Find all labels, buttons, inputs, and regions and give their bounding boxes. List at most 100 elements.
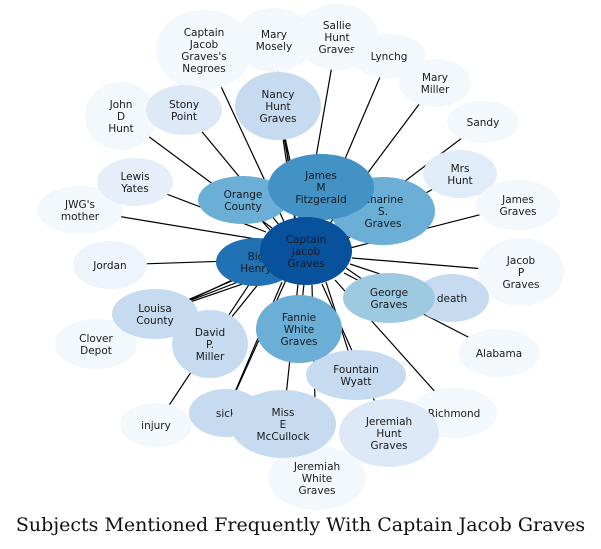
- node-label: Lewis: [120, 171, 149, 183]
- node-lynchg[interactable]: Lynchg: [352, 34, 426, 78]
- node-label: D: [117, 111, 125, 123]
- node-label: Captain: [184, 27, 225, 39]
- node-label: Graves's: [181, 51, 226, 63]
- node-label: Jeremiah: [293, 461, 340, 473]
- node-label: Jacob: [189, 39, 219, 51]
- node-bubble: [447, 101, 519, 143]
- node-label: Mary: [422, 72, 448, 84]
- node-label: Richmond: [428, 408, 481, 420]
- node-label: Hunt: [108, 123, 133, 135]
- node-label: Louisa: [138, 303, 172, 315]
- node-bubble: [458, 329, 540, 377]
- node-jordan[interactable]: Jordan: [73, 241, 147, 289]
- node-injury[interactable]: injury: [120, 403, 192, 447]
- node-bubble: [112, 289, 198, 339]
- node-bubble: [343, 273, 435, 323]
- node-label: Graves: [280, 336, 317, 348]
- node-label: Graves: [259, 113, 296, 125]
- node-bubble: [37, 186, 123, 234]
- node-label: Hunt: [447, 175, 472, 187]
- node-death[interactable]: death: [415, 274, 489, 322]
- node-label: JWG's: [64, 199, 95, 211]
- node-label: Clover: [79, 333, 113, 345]
- node-bubble: [230, 390, 336, 458]
- node-bubble: [156, 10, 252, 90]
- node-label: Nancy: [262, 89, 295, 101]
- node-label: David: [195, 327, 225, 339]
- node-bubble: [423, 150, 497, 198]
- node-label: Hunt: [324, 32, 349, 44]
- node-bubble: [234, 8, 314, 72]
- node-label: Jeremiah: [365, 416, 412, 428]
- node-label: Miss: [272, 407, 295, 419]
- node-label: Hunt: [376, 428, 401, 440]
- node-label: White: [284, 324, 315, 336]
- node-label: Depot: [80, 345, 112, 357]
- node-bubble: [260, 217, 352, 285]
- diagram-caption: Subjects Mentioned Frequently With Capta…: [15, 514, 586, 536]
- node-label: mother: [61, 211, 100, 223]
- node-label: Negroes: [182, 63, 225, 75]
- node-label: M: [316, 182, 325, 194]
- node-bubble: [55, 319, 137, 369]
- node-label: James: [304, 170, 337, 182]
- node-bubble: [120, 403, 192, 447]
- node-label: Graves: [364, 218, 401, 230]
- node-bubble: [339, 399, 439, 467]
- node-label: Fannie: [282, 312, 316, 324]
- node-bubble: [306, 350, 406, 400]
- node-label: Wyatt: [340, 376, 371, 388]
- node-label: Miller: [421, 84, 450, 96]
- node-label: Mary: [261, 29, 287, 41]
- node-sandy[interactable]: Sandy: [447, 101, 519, 143]
- node-label: death: [437, 293, 467, 305]
- node-label: Jacob: [291, 246, 321, 258]
- node-bubble: [85, 82, 157, 150]
- node-bubble: [268, 446, 366, 510]
- node-label: Hunt: [265, 101, 290, 113]
- node-bubble: [73, 241, 147, 289]
- node-bubble: [172, 310, 248, 378]
- node-label: Graves: [287, 258, 324, 270]
- node-label: County: [136, 315, 173, 327]
- node-label: George: [370, 287, 408, 299]
- node-label: Captain: [286, 234, 327, 246]
- node-label: Yates: [120, 183, 148, 195]
- node-label: E: [280, 419, 287, 431]
- node-alabama[interactable]: Alabama: [458, 329, 540, 377]
- node-bubble: [235, 72, 321, 140]
- node-label: Fountain: [333, 364, 379, 376]
- node-bubble: [478, 238, 564, 306]
- node-label: injury: [141, 420, 171, 432]
- node-label: Fitzgerald: [295, 194, 346, 206]
- node-layer: CaptainJacobGraves'sNegroesMaryMoselySal…: [37, 4, 564, 510]
- node-bubble: [97, 158, 173, 206]
- node-label: Point: [171, 111, 197, 123]
- node-label: Jordan: [92, 260, 126, 272]
- node-label: Graves: [370, 440, 407, 452]
